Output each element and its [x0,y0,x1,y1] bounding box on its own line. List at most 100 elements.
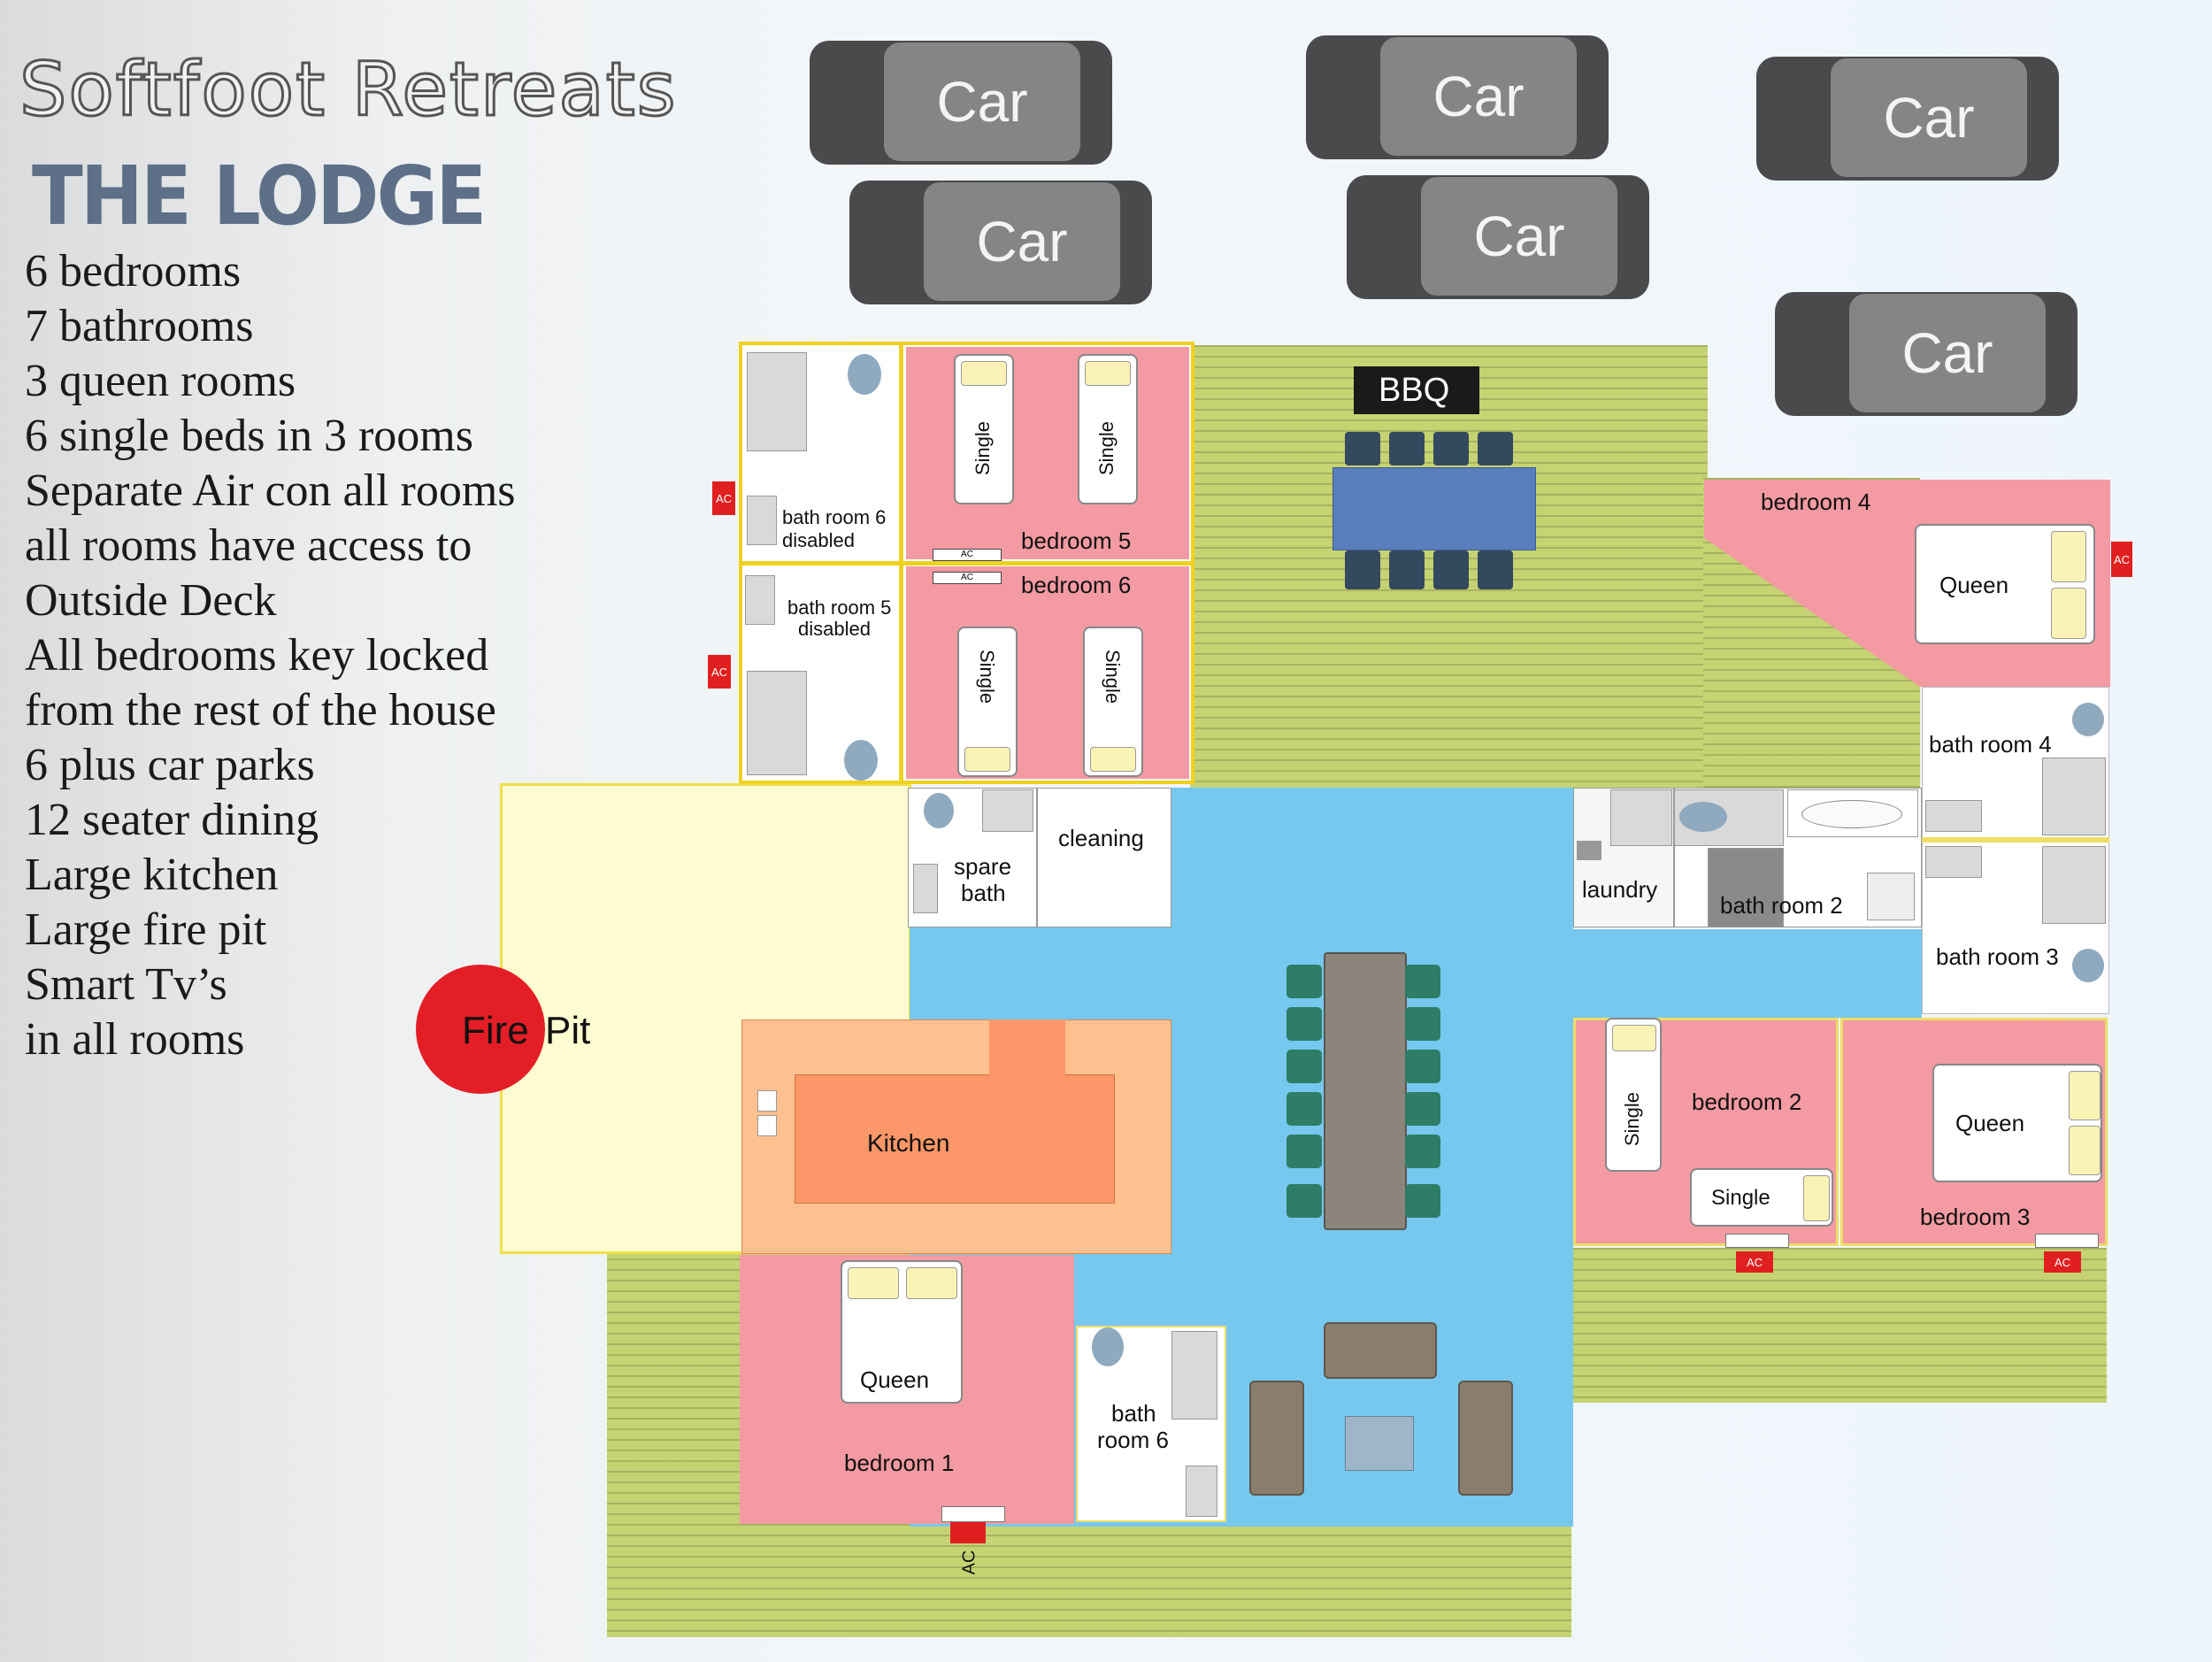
ac-unit: AC [2111,542,2132,577]
shower [2042,846,2106,924]
ac-unit-indoor [941,1506,1005,1522]
bed-label: Single [1095,421,1118,476]
bath-room-2-label: bath room 2 [1720,892,1843,919]
bedroom-2-label: bedroom 2 [1692,1089,1802,1115]
bed-label: Single [1621,1092,1643,1147]
sink [1925,846,1982,878]
ac-unit-indoor [1725,1234,1789,1248]
chair [1478,550,1513,589]
toilet-icon [2072,949,2104,982]
sink [1925,800,1982,832]
toilet-icon [1092,1327,1124,1366]
bath-room-6-disabled-label: bath room 6 [782,506,887,528]
car-label: Car [924,182,1120,301]
chair [1405,1092,1440,1126]
feature-item: 3 queen rooms [25,356,296,406]
chair [1286,1007,1322,1041]
car-park-2: Car [849,181,1152,304]
coffee-table [1345,1416,1414,1471]
single-bed: Single [957,627,1018,777]
bedroom-3-label: bedroom 3 [1920,1204,2031,1230]
toilet-icon [924,793,954,828]
sink [745,575,775,625]
car-park-6: Car [1775,292,2078,416]
shower [747,352,807,451]
bedroom-5-label: bedroom 5 [1021,527,1132,554]
cleaning-label: cleaning [1058,825,1144,851]
feature-item: 6 plus car parks [25,740,315,790]
feature-list: 6 bedrooms 7 bathrooms 3 queen rooms 6 s… [25,244,516,1067]
chair [1405,1050,1440,1083]
chair [1405,1007,1440,1041]
sink [1867,873,1915,920]
feature-item: Smart Tv’s [25,959,227,1010]
fire-pit [416,965,545,1094]
feature-item: 12 seater dining [25,795,319,845]
ac-unit: AC [2044,1251,2081,1273]
single-bed: Single [1605,1018,1662,1172]
toilet-icon [2072,703,2104,736]
sink [1186,1466,1217,1517]
single-bed: Single [1690,1168,1833,1227]
chair [1389,432,1425,466]
feature-item: Large kitchen [25,850,279,900]
living-area-east [1571,929,1922,1018]
shower [1171,1331,1217,1420]
ac-unit: AC [1736,1251,1773,1273]
fire-pit-label: Pit [545,1009,591,1052]
queen-bed: Queen [1932,1064,2102,1182]
chair [1405,1135,1440,1168]
toilet-icon [844,740,878,781]
chair [1405,965,1440,998]
chair [1345,550,1380,589]
sink [747,496,777,545]
bbq [1354,366,1479,414]
fire-pit-label: Fire [462,1009,529,1052]
chair [1478,432,1513,466]
car-park-4: Car [1347,175,1649,299]
bath-room-5-disabled-label: disabled [798,618,871,640]
wall [739,561,1194,566]
outdoor-dining-table [1333,467,1536,550]
washing-machine [1610,789,1672,846]
armchair [1249,1381,1304,1496]
chair [1286,1092,1322,1126]
bed-label: Single [1711,1186,1770,1210]
lodge-title: THE LODGE [32,149,487,243]
bath-room-5-disabled-label: bath room 5 [787,596,892,619]
queen-bed: Queen [841,1260,963,1404]
dining-table [1324,952,1407,1230]
deck-southeast [1571,1248,2107,1403]
bed-label: Single [972,421,994,476]
car-label: Car [1831,58,2027,177]
ac-unit [950,1522,986,1543]
bed-label: Queen [1939,572,2009,598]
chair [1345,432,1380,466]
feature-item: 6 bedrooms [25,246,242,296]
feature-item: Separate Air con all rooms [25,466,516,516]
toilet-icon [1679,802,1727,832]
car-label: Car [1849,294,2046,412]
bath-room-6-label: room 6 [1097,1427,1169,1453]
queen-bed: Queen [1915,524,2095,644]
kitchen-label: Kitchen [867,1129,950,1157]
kitchen-bench [989,1020,1065,1076]
armchair [1458,1381,1513,1496]
ac-unit: AC [708,655,731,689]
bathtub-basin [1801,800,1902,828]
bed-label: Single [1102,650,1124,704]
bath-room-6-disabled-label: disabled [782,529,855,551]
car-park-1: Car [810,41,1112,165]
feature-item: in all rooms [25,1014,245,1065]
chair [1286,1050,1322,1083]
car-park-3: Car [1306,35,1609,159]
feature-item: from the rest of the house [25,685,496,735]
bath-room-3-label: bath room 3 [1936,943,2059,970]
shower [982,789,1033,832]
ac-unit: AC [933,572,1002,584]
bbq-label: BBQ [1379,372,1450,409]
car-label: Car [884,42,1080,161]
bedroom-4-label: bedroom 4 [1761,489,1871,515]
single-bed: Single [954,354,1014,504]
bed-label: Single [976,650,998,704]
